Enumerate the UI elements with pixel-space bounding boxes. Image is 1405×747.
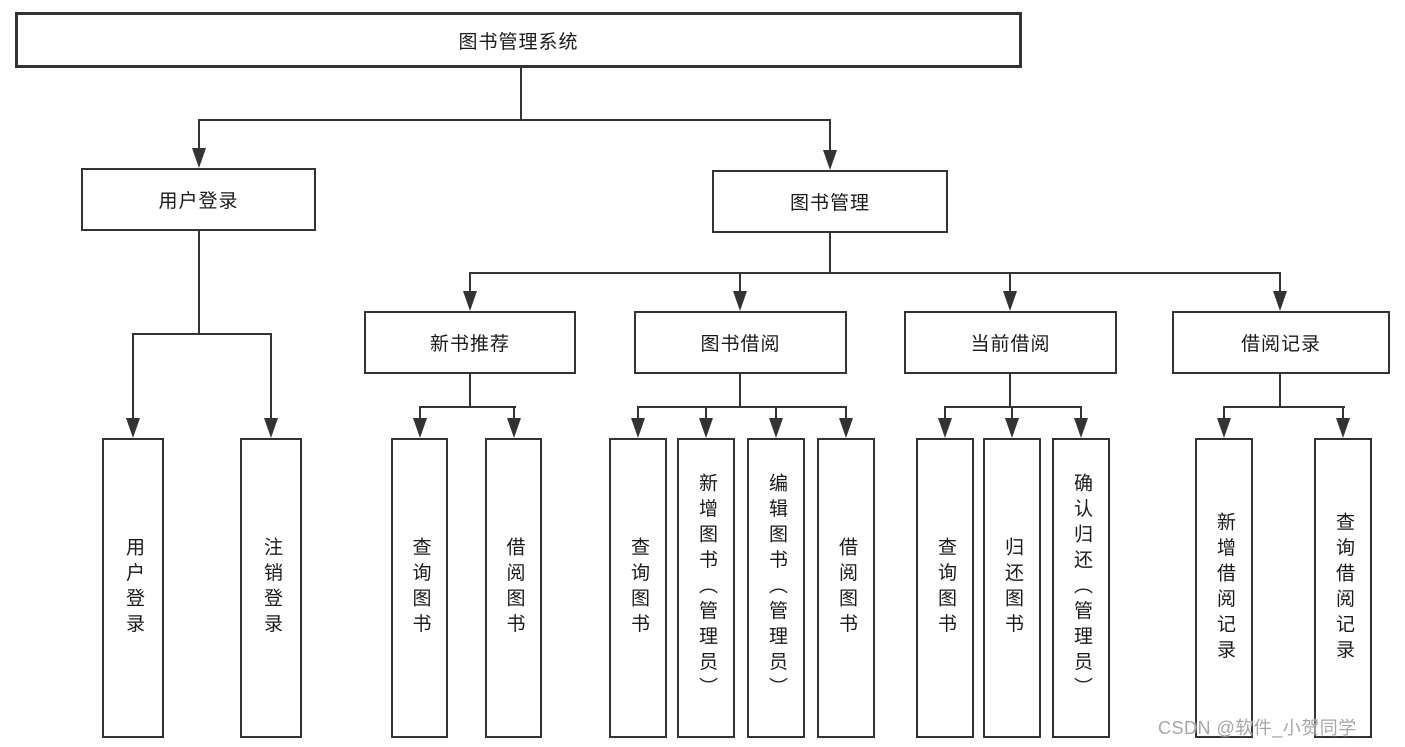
connector-line [1223,406,1225,420]
leaf-user-login: 用户登录 [102,438,164,738]
leaf-query-books-newbook: 查询图书 [391,438,448,738]
arrow-down-icon [463,291,477,311]
leaf-edit-book-admin: 编辑图书（管理员） [747,438,805,738]
connector-line [198,119,200,151]
arrow-down-icon [839,418,853,438]
connector-line [419,406,516,408]
leaf-logout: 注销登录 [240,438,302,738]
arrow-down-icon [1005,418,1019,438]
connector-line [419,406,421,420]
arrow-down-icon [938,418,952,438]
arrow-down-icon [1074,418,1088,438]
leaf-label: 归还图书 [1001,537,1023,639]
arrow-down-icon [823,150,837,170]
connector-line [739,272,741,294]
connector-line [829,233,831,274]
node-label: 用户登录 [158,191,239,212]
arrow-down-icon [1336,418,1350,438]
arrow-down-icon [699,418,713,438]
leaf-label: 新增借阅记录 [1213,511,1235,665]
leaf-label: 借阅图书 [503,537,525,639]
leaf-label: 借阅图书 [835,537,857,639]
watermark: CSDN @软件_小贺同学 [1158,718,1357,738]
leaf-label: 确认归还（管理员） [1070,473,1092,703]
leaf-label: 查询图书 [409,537,431,639]
leaf-label: 查询借阅记录 [1332,511,1354,665]
leaf-label: 用户登录 [122,537,144,639]
node-root: 图书管理系统 [15,12,1022,68]
leaf-label: 查询图书 [934,537,956,639]
arrow-down-icon [733,291,747,311]
node-label: 新书推荐 [429,334,510,355]
connector-line [775,406,777,420]
connector-line [637,406,847,408]
connector-line [270,333,272,420]
node-new-book-recommend: 新书推荐 [364,311,576,374]
node-book-borrow: 图书借阅 [634,311,847,374]
leaf-label: 注销登录 [260,537,282,639]
leaf-add-book-admin: 新增图书（管理员） [677,438,735,738]
connector-line [1342,406,1344,420]
connector-line [739,374,741,408]
connector-line [944,406,1082,408]
connector-line [637,406,639,420]
connector-line [469,374,471,408]
connector-line [469,272,1281,274]
node-current-borrow: 当前借阅 [904,311,1117,374]
arrow-down-icon [769,418,783,438]
connector-line [1279,272,1281,294]
leaf-confirm-return-admin: 确认归还（管理员） [1052,438,1110,738]
arrow-down-icon [126,418,140,438]
node-label: 借阅记录 [1240,334,1321,355]
leaf-return-book: 归还图书 [983,438,1041,738]
leaf-label: 查询图书 [627,537,649,639]
arrow-down-icon [1217,418,1231,438]
node-borrow-records: 借阅记录 [1172,311,1390,374]
leaf-label: 新增图书（管理员） [695,473,717,703]
arrow-down-icon [192,148,206,168]
connector-line [1279,374,1281,408]
connector-line [132,333,134,420]
arrow-down-icon [264,418,278,438]
node-label: 图书借阅 [700,334,781,355]
connector-line [513,406,515,420]
connector-line [705,406,707,420]
connector-line [198,231,200,335]
node-label: 图书管理 [789,193,870,214]
connector-line [1011,406,1013,420]
arrow-down-icon [1003,291,1017,311]
leaf-add-borrow-record: 新增借阅记录 [1195,438,1253,738]
connector-line [198,119,831,121]
connector-line [1009,272,1011,294]
connector-line [944,406,946,420]
connector-line [1009,374,1011,408]
node-root-label: 图书管理系统 [458,31,579,53]
arrow-down-icon [1273,291,1287,311]
leaf-label: 编辑图书（管理员） [765,473,787,703]
node-label: 当前借阅 [970,334,1051,355]
leaf-query-borrow-record: 查询借阅记录 [1314,438,1372,738]
arrow-down-icon [413,418,427,438]
leaf-borrow-books-newbook: 借阅图书 [485,438,542,738]
leaf-query-books-borrow: 查询图书 [609,438,667,738]
connector-line [845,406,847,420]
node-user-login: 用户登录 [81,168,316,231]
arrow-down-icon [631,418,645,438]
connector-line [1223,406,1345,408]
leaf-borrow-books: 借阅图书 [817,438,875,738]
connector-line [1080,406,1082,420]
connector-line [520,68,522,120]
connector-line [469,272,471,294]
arrow-down-icon [507,418,521,438]
leaf-query-books-current: 查询图书 [916,438,974,738]
connector-line [829,119,831,153]
connector-line [132,333,272,335]
node-book-management: 图书管理 [712,170,948,233]
